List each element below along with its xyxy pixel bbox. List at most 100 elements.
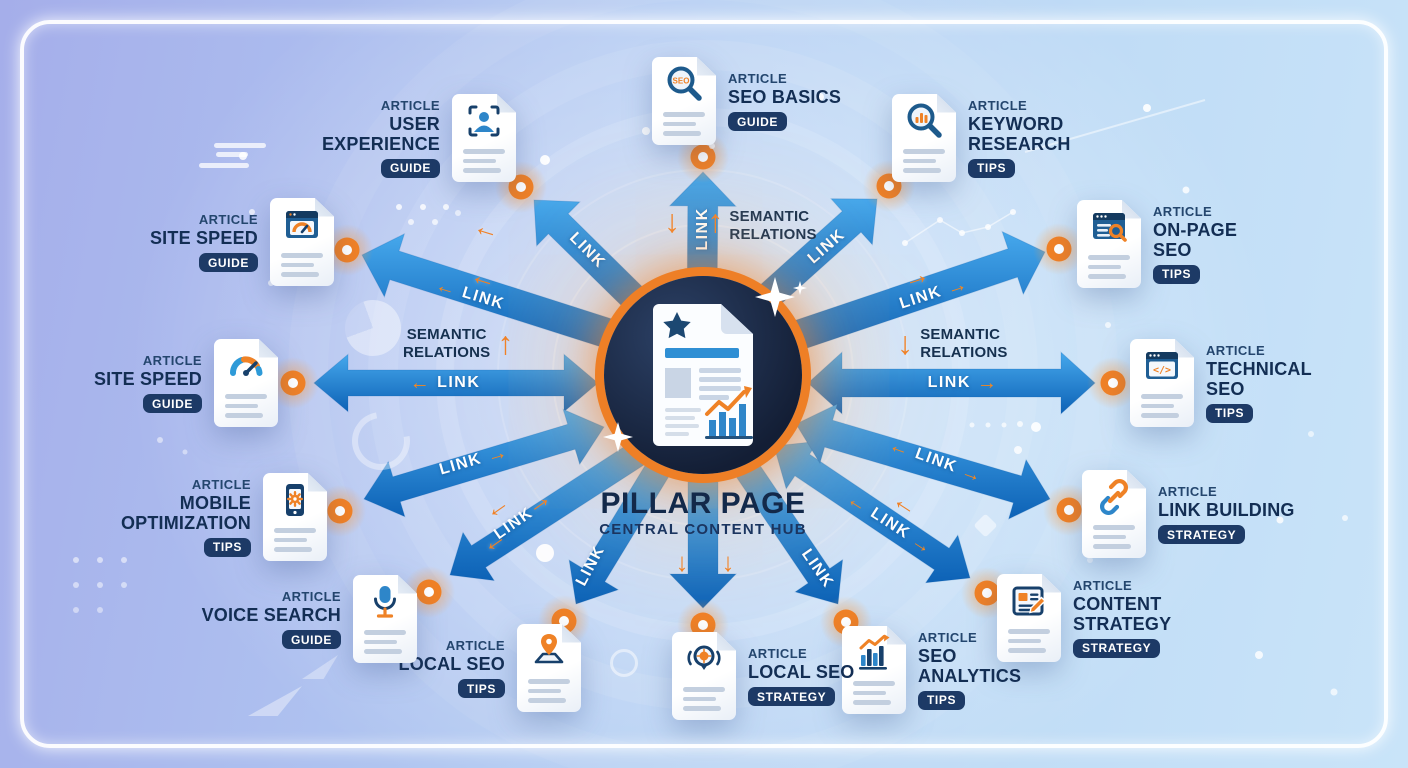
bar-chart-icon (854, 633, 894, 673)
document-sheet (672, 632, 736, 720)
decorative-dot (121, 582, 127, 588)
article-title-line: VOICE SEARCH (201, 604, 341, 625)
decorative-pie-chart (345, 300, 401, 356)
arrow-center-to-site-speed-upper (361, 232, 622, 351)
text-lines (683, 687, 725, 711)
decorative-dot (121, 557, 127, 563)
decorative-dot (1087, 557, 1093, 563)
article-title-line: KEYWORD (968, 114, 1064, 135)
text-lines (463, 149, 505, 173)
pin-signal-icon (684, 639, 724, 679)
text-lines (1093, 525, 1135, 549)
badge-guide: GUIDE (142, 394, 202, 414)
article-title: LOCAL SEO (399, 654, 505, 674)
arrow-center-to-local-seo-strategy (668, 481, 738, 609)
hub-title: PILLAR PAGE (600, 487, 806, 520)
node-label: ARTICLE VOICE SEARCH GUIDE (201, 589, 341, 650)
badge-strategy: STRATEGY (1158, 525, 1246, 545)
svg-text:SEO: SEO (673, 77, 690, 86)
badge-guide: GUIDE (380, 158, 440, 178)
text-lines (274, 528, 316, 552)
article-title-line: LINK BUILDING (1158, 499, 1295, 520)
chain-link-icon (1094, 477, 1134, 517)
article-title-line: STRATEGY (1073, 613, 1172, 634)
semantic-label-line1: SEMANTIC (920, 326, 1001, 343)
decorative-dot (1308, 431, 1314, 437)
connector-dot-center (516, 182, 526, 192)
document-sheet (1077, 200, 1141, 288)
mobile-gear-icon (275, 480, 315, 520)
arrow-down-icon: ↓ (675, 547, 689, 577)
document-sheet (517, 624, 581, 712)
document-sheet (892, 94, 956, 182)
article-node-site-speed-upper: ARTICLE SITE SPEED GUIDE (150, 198, 334, 286)
node-label: ARTICLE LOCAL SEO TIPS (399, 638, 505, 699)
connector-dot-center (424, 587, 434, 597)
decorative-dot (1342, 515, 1348, 521)
badge-strategy: STRATEGY (748, 687, 836, 707)
article-title: SITE SPEED (94, 369, 202, 389)
text-lines (225, 394, 267, 418)
text-lines (281, 253, 323, 277)
article-title-line: USER (389, 114, 440, 135)
semantic-label-line2: RELATIONS (920, 343, 1008, 361)
decorative-dot (1182, 186, 1190, 194)
pillar-page-hub (604, 276, 802, 474)
decorative-dot (1330, 688, 1338, 696)
document-sheet (214, 339, 278, 427)
connector-dot-center (1064, 505, 1074, 515)
article-label: ARTICLE (142, 352, 202, 368)
badge-tips: TIPS (968, 158, 1016, 178)
connector-dot-center (698, 620, 708, 630)
article-title-line: TECHNICAL (1206, 359, 1312, 380)
decorative-dash (199, 163, 249, 168)
decorative-dot (642, 127, 650, 135)
node-label: ARTICLE LOCAL SEO STRATEGY (748, 645, 854, 707)
content-edit-icon (1009, 581, 1049, 621)
decorative-dot (1001, 422, 1007, 428)
arrow-center-to-seo-analytics (734, 460, 844, 605)
article-title: SEO BASICS (728, 87, 841, 107)
microphone-icon (365, 582, 405, 622)
decorative-dot (396, 204, 402, 210)
article-title-line: CONTENT (1073, 594, 1162, 615)
article-label: ARTICLE (191, 477, 251, 493)
decorative-dot (1031, 422, 1041, 432)
article-label: ARTICLE (380, 98, 440, 114)
text-lines (1088, 255, 1130, 279)
decorative-dot (1255, 651, 1263, 659)
article-title: LOCAL SEO (748, 662, 854, 682)
article-title: LINK BUILDING (1158, 499, 1295, 520)
decorative-dot (959, 230, 965, 236)
document-sheet (1082, 470, 1146, 558)
decorative-dot (249, 209, 255, 215)
document-sheet (452, 94, 516, 182)
browser-speed-icon (282, 205, 322, 245)
link-arrow-label: LINK (694, 207, 712, 250)
decorative-dot (937, 217, 943, 223)
badge-guide: GUIDE (198, 253, 258, 273)
article-label: ARTICLE (198, 211, 258, 227)
article-label: ARTICLE (748, 645, 808, 661)
document-sheet (842, 626, 906, 714)
semantic-label-line2: RELATIONS (729, 225, 817, 243)
badge-tips: TIPS (1153, 264, 1201, 284)
keyword-magnifier-icon (904, 101, 944, 141)
gauge-icon (226, 346, 266, 386)
badge-strategy: STRATEGY (1073, 638, 1161, 658)
arrow-center-to-voice-search (449, 440, 648, 582)
decorative-dot (157, 437, 163, 443)
decorative-dot (902, 240, 908, 246)
map-pin-icon (529, 631, 569, 671)
node-label: ARTICLE SEO BASICS GUIDE (728, 71, 841, 132)
article-title-line: SEO (1206, 378, 1245, 399)
down-arrow-icon: ↓ (897, 325, 914, 362)
article-label: ARTICLE (1206, 343, 1266, 359)
article-title-line: RESEARCH (968, 133, 1071, 154)
semantic-relations-annotation-top: ↓ ↑ SEMANTIC RELATIONS (664, 205, 817, 243)
